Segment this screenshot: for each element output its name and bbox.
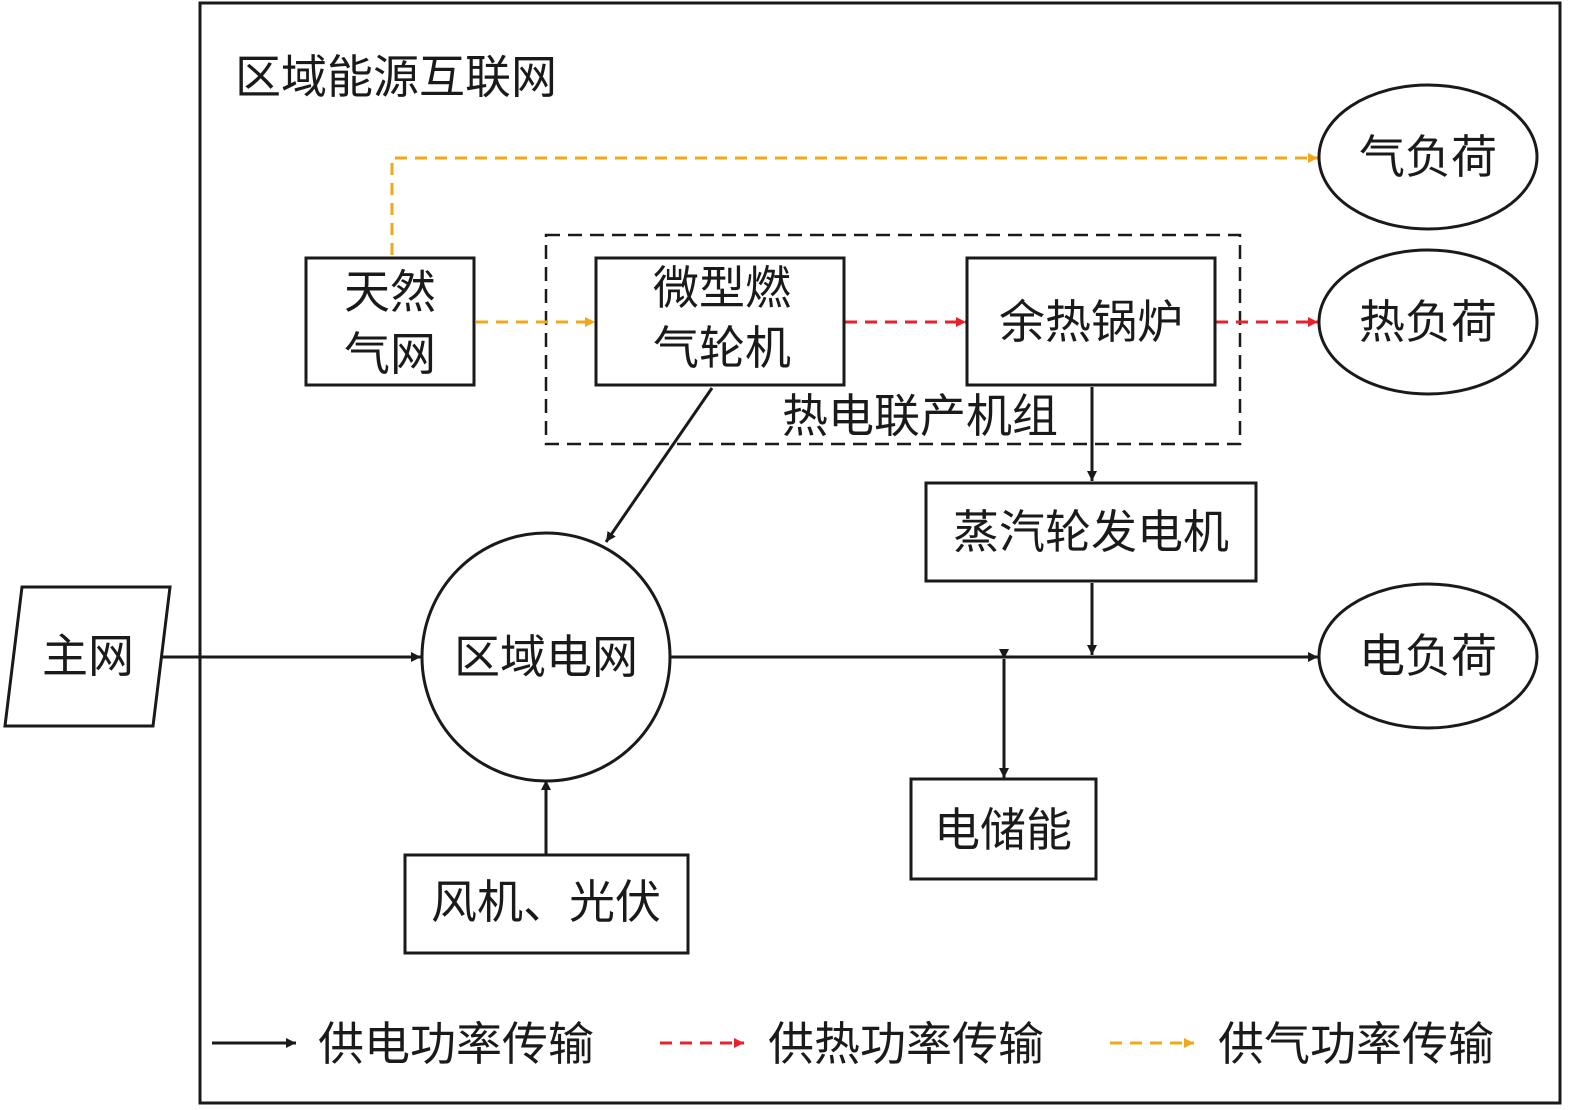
gas-load-label: 气负荷 bbox=[1359, 130, 1497, 184]
region-frame bbox=[198, 1, 1562, 1105]
natural-gas-node bbox=[304, 256, 476, 387]
waste-heat-boiler-label: 余热锅炉 bbox=[999, 295, 1183, 349]
power-flow-turbine-to-grid bbox=[604, 387, 714, 543]
steam-turbine-label: 蒸汽轮发电机 bbox=[953, 505, 1229, 559]
regional-grid-node bbox=[420, 531, 672, 783]
chp-group-frame bbox=[544, 233, 1242, 446]
heat-load-label: 热负荷 bbox=[1359, 295, 1497, 349]
legend: 供电功率传输 供热功率传输 供气功率传输 bbox=[212, 1017, 1494, 1071]
waste-heat-boiler-node bbox=[965, 256, 1217, 387]
electric-load-label: 电负荷 bbox=[1359, 629, 1497, 683]
heat-load-node bbox=[1317, 248, 1539, 396]
micro-turbine-label-line2: 气轮机 bbox=[653, 321, 791, 375]
micro-turbine-node bbox=[594, 256, 846, 387]
electric-storage-label: 电储能 bbox=[934, 803, 1072, 857]
legend-heat-label: 供热功率传输 bbox=[768, 1017, 1044, 1071]
region-title: 区域能源互联网 bbox=[235, 50, 557, 104]
electric-load-node bbox=[1317, 582, 1539, 730]
natural-gas-label-line2: 气网 bbox=[344, 327, 436, 381]
steam-turbine-node bbox=[924, 481, 1258, 583]
micro-turbine-label-line1: 微型燃 bbox=[653, 261, 791, 315]
legend-electric-label: 供电功率传输 bbox=[318, 1017, 594, 1071]
natural-gas-label-line1: 天然 bbox=[344, 265, 436, 319]
gas-load-node bbox=[1317, 83, 1539, 231]
gas-flow-to-gas-load bbox=[390, 153, 1318, 255]
wind-pv-label: 风机、光伏 bbox=[431, 875, 661, 929]
main-grid-label: 主网 bbox=[42, 629, 134, 683]
electric-storage-node bbox=[909, 777, 1098, 881]
main-grid-node bbox=[3, 585, 172, 728]
wind-pv-node bbox=[403, 853, 690, 955]
legend-gas-label: 供气功率传输 bbox=[1218, 1017, 1494, 1071]
chp-group-label: 热电联产机组 bbox=[782, 389, 1058, 443]
regional-grid-label: 区域电网 bbox=[454, 630, 638, 684]
